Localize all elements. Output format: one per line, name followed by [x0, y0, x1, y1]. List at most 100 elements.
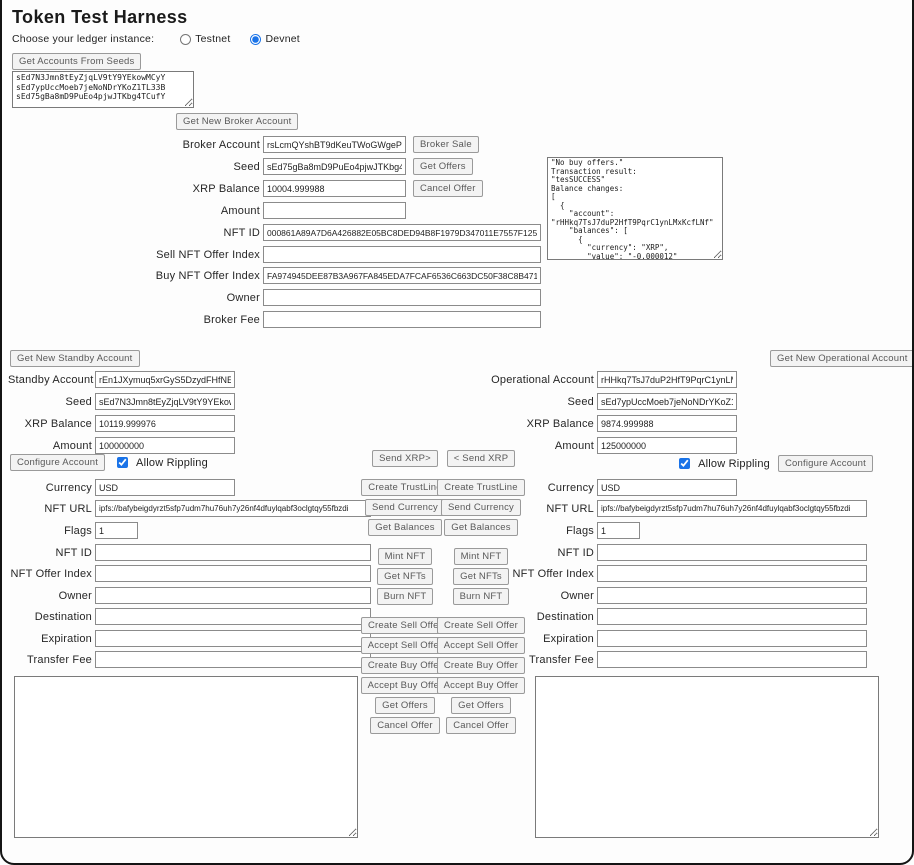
standby-amount-input[interactable] [95, 437, 235, 454]
standby-results-textarea[interactable] [14, 676, 358, 838]
standby-configure-account-button[interactable]: Configure Account [10, 454, 106, 471]
operational-seed-input[interactable] [597, 393, 737, 410]
standby-transfer-fee-label: Transfer Fee [27, 653, 92, 666]
standby-owner-input[interactable] [95, 587, 371, 604]
standby-cancel-offer-button[interactable]: Cancel Offer [370, 717, 440, 734]
standby-destination-input[interactable] [95, 608, 371, 625]
operational-destination-input[interactable] [597, 608, 867, 625]
broker-buy-nft-offer-index-input[interactable] [263, 267, 541, 284]
operational-nft-id-input[interactable] [597, 544, 867, 561]
standby-allow-rippling-label: Allow Rippling [136, 456, 208, 469]
operational-nft-offer-index-label: NFT Offer Index [512, 567, 594, 580]
operational-get-offers-button[interactable]: Get Offers [451, 697, 511, 714]
operational-currency-input[interactable] [597, 479, 737, 496]
standby-mint-nft-button[interactable]: Mint NFT [377, 548, 433, 565]
operational-owner-input[interactable] [597, 587, 867, 604]
standby-flags-input[interactable] [95, 522, 138, 539]
operational-accept-sell-offer-button[interactable]: Accept Sell Offer [436, 637, 526, 654]
operational-configure-account-button[interactable]: Configure Account [777, 455, 873, 472]
devnet-radio[interactable] [250, 33, 262, 45]
standby-get-nfts-button[interactable]: Get NFTs [377, 568, 433, 585]
operational-create-sell-offer-button[interactable]: Create Sell Offer [437, 617, 525, 634]
standby-account-input[interactable] [95, 371, 235, 388]
testnet-radio-label: Testnet [195, 33, 231, 45]
standby-allow-rippling-checkbox[interactable] [117, 457, 129, 468]
operational-get-nfts-button[interactable]: Get NFTs [453, 568, 509, 585]
broker-amount-input[interactable] [263, 202, 406, 219]
standby-destination-label: Destination [34, 610, 92, 623]
broker-fee-label: Broker Fee [203, 313, 260, 326]
operational-actions-column: < Send XRP Create TrustLine Send Currenc… [434, 450, 528, 737]
broker-seed-input[interactable] [263, 158, 406, 175]
operational-nft-id-label: NFT ID [557, 546, 594, 559]
standby-get-balances-button[interactable]: Get Balances [368, 519, 442, 536]
devnet-radio-group: Devnet [250, 33, 300, 45]
standby-nft-url-input[interactable] [95, 500, 371, 517]
operational-send-currency-button[interactable]: Send Currency [441, 499, 521, 516]
operational-create-buy-offer-button[interactable]: Create Buy Offer [436, 657, 526, 674]
get-new-standby-account-button[interactable]: Get New Standby Account [10, 350, 140, 367]
standby-expiration-input[interactable] [95, 630, 371, 647]
operational-transfer-fee-input[interactable] [597, 651, 867, 668]
standby-nft-offer-index-input[interactable] [95, 565, 371, 582]
standby-accept-sell-offer-button[interactable]: Accept Sell Offer [360, 637, 450, 654]
operational-expiration-label: Expiration [543, 632, 594, 645]
get-new-broker-account-button[interactable]: Get New Broker Account [176, 113, 299, 130]
seeds-textarea[interactable]: sEd7N3Jmn8tEyZjqLV9tY9YEkowMCyY sEd7ypUc… [12, 71, 194, 108]
standby-amount-label: Amount [52, 439, 92, 452]
operational-results-textarea[interactable] [535, 676, 879, 838]
broker-xrp-balance-input[interactable] [263, 180, 406, 197]
page-title: Token Test Harness [12, 7, 188, 27]
broker-account-label: Broker Account [182, 138, 260, 151]
standby-seed-label: Seed [65, 395, 92, 408]
testnet-radio-group: Testnet [180, 33, 230, 45]
broker-fee-input[interactable] [263, 311, 541, 328]
operational-nft-url-label: NFT URL [546, 502, 594, 515]
operational-flags-label: Flags [566, 524, 594, 537]
standby-expiration-label: Expiration [41, 632, 92, 645]
standby-send-xrp-button[interactable]: Send XRP> [372, 450, 438, 467]
operational-destination-label: Destination [536, 610, 594, 623]
standby-burn-nft-button[interactable]: Burn NFT [376, 588, 434, 605]
testnet-radio[interactable] [180, 33, 192, 45]
operational-expiration-input[interactable] [597, 630, 867, 647]
operational-nft-url-input[interactable] [597, 500, 867, 517]
standby-configure-row: Configure Account Allow Rippling [10, 454, 208, 471]
operational-nft-offer-index-input[interactable] [597, 565, 867, 582]
broker-nft-id-label: NFT ID [223, 226, 260, 239]
operational-allow-rippling-checkbox[interactable] [679, 458, 691, 469]
broker-results-textarea[interactable]: "No buy offers." Transaction result: "te… [547, 157, 723, 260]
operational-seed-label: Seed [567, 395, 594, 408]
standby-transfer-fee-input[interactable] [95, 651, 371, 668]
broker-sale-button[interactable]: Broker Sale [413, 136, 479, 153]
operational-xrp-balance-label: XRP Balance [526, 417, 594, 430]
operational-account-input[interactable] [597, 371, 737, 388]
broker-cancel-offer-button[interactable]: Cancel Offer [413, 180, 483, 197]
broker-account-input[interactable] [263, 136, 406, 153]
operational-mint-nft-button[interactable]: Mint NFT [453, 548, 509, 565]
operational-create-trustline-button[interactable]: Create TrustLine [437, 479, 525, 496]
get-accounts-from-seeds-button[interactable]: Get Accounts From Seeds [12, 53, 142, 70]
standby-xrp-balance-input[interactable] [95, 415, 235, 432]
standby-get-offers-button[interactable]: Get Offers [375, 697, 435, 714]
operational-get-balances-button[interactable]: Get Balances [444, 519, 518, 536]
operational-flags-input[interactable] [597, 522, 640, 539]
standby-nft-id-input[interactable] [95, 544, 371, 561]
operational-accept-buy-offer-button[interactable]: Accept Buy Offer [436, 677, 526, 694]
operational-amount-input[interactable] [597, 437, 737, 454]
operational-account-label: Operational Account [491, 373, 594, 386]
broker-nft-id-input[interactable] [263, 224, 541, 241]
standby-currency-input[interactable] [95, 479, 235, 496]
broker-amount-label: Amount [220, 204, 260, 217]
broker-sell-nft-offer-index-label: Sell NFT Offer Index [156, 248, 260, 261]
operational-burn-nft-button[interactable]: Burn NFT [452, 588, 510, 605]
standby-seed-input[interactable] [95, 393, 235, 410]
broker-get-offers-button[interactable]: Get Offers [413, 158, 473, 175]
operational-cancel-offer-button[interactable]: Cancel Offer [446, 717, 516, 734]
operational-send-xrp-button[interactable]: < Send XRP [446, 450, 516, 467]
broker-sell-nft-offer-index-input[interactable] [263, 246, 541, 263]
broker-owner-input[interactable] [263, 289, 541, 306]
get-new-operational-account-button[interactable]: Get New Operational Account [770, 350, 914, 367]
operational-xrp-balance-input[interactable] [597, 415, 737, 432]
standby-send-currency-button[interactable]: Send Currency [365, 499, 445, 516]
